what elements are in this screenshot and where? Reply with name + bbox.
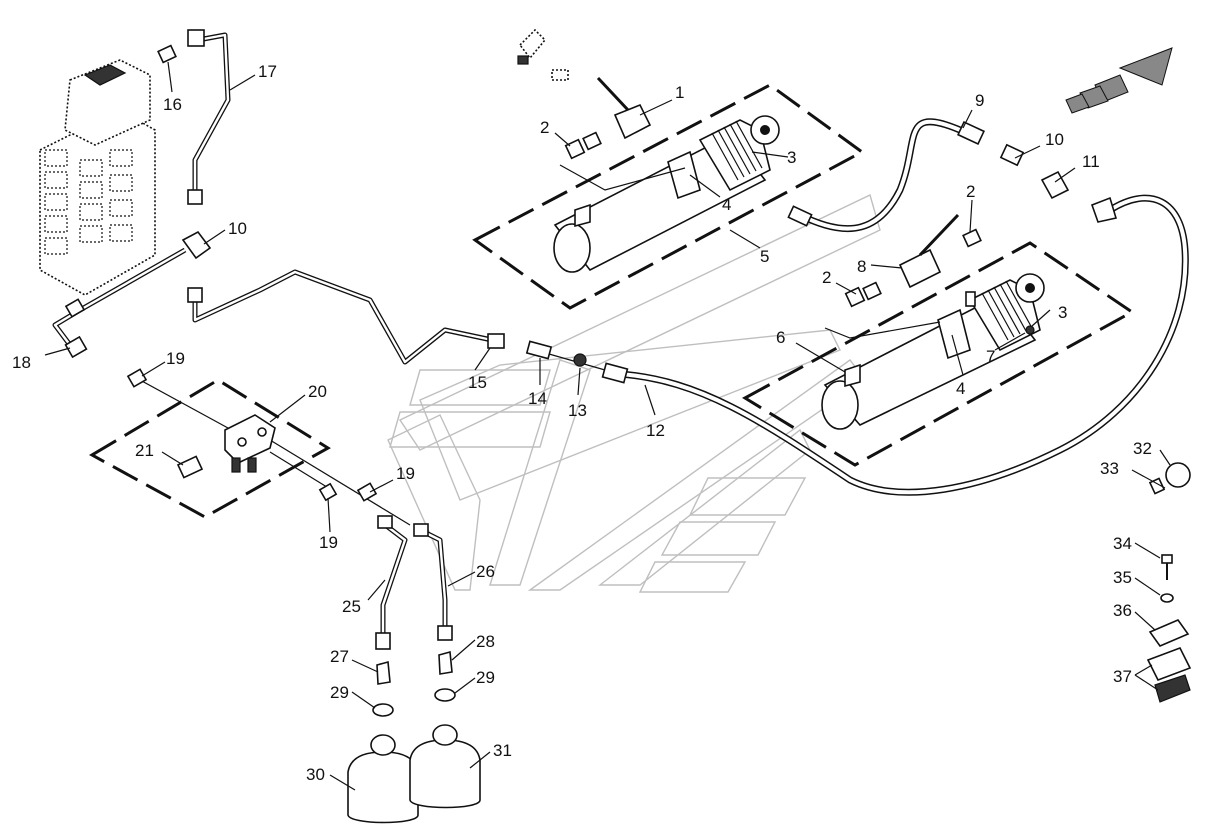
callout-3: 3 — [787, 148, 796, 167]
flexible-hoses — [616, 118, 1189, 496]
callout-15: 15 — [468, 373, 487, 392]
callout-14: 14 — [528, 389, 547, 408]
ball-valve-lower — [898, 213, 960, 289]
hydraulic-cylinder-lower — [821, 273, 1045, 430]
callout-37: 37 — [1113, 667, 1132, 686]
callout-29: 29 — [476, 668, 495, 687]
callout-27: 27 — [330, 647, 349, 666]
callout-12: 12 — [646, 421, 665, 440]
callout-11: 11 — [1082, 152, 1100, 171]
direction-arrow-icon — [1065, 47, 1173, 114]
callout-4: 4 — [956, 379, 965, 398]
callout-5: 5 — [760, 247, 769, 266]
callout-4: 4 — [722, 195, 731, 214]
callout-19: 19 — [319, 533, 338, 552]
callout-32: 32 — [1133, 439, 1152, 458]
callout-16: 16 — [163, 95, 182, 114]
cylinder-assembly-box-upper — [472, 83, 865, 310]
callout-30: 30 — [306, 765, 325, 784]
callout-6: 6 — [776, 328, 785, 347]
callout-31: 31 — [493, 741, 512, 760]
callout-36: 36 — [1113, 601, 1132, 620]
callout-21: 21 — [135, 441, 154, 460]
hydraulic-cylinder-upper — [553, 115, 780, 273]
cylinder-assembly-box-lower — [741, 241, 1135, 467]
control-valve-bank — [39, 59, 156, 296]
valve-block — [176, 414, 276, 479]
callout-3: 3 — [1058, 303, 1067, 322]
callout-1: 1 — [675, 83, 684, 102]
callout-numbers: 1 2 3 4 5 2 2 8 3 4 6 7 9 10 11 10 12 13… — [12, 62, 1152, 784]
callout-7: 7 — [986, 347, 995, 366]
leader-lines — [44, 61, 1171, 791]
ball-valve-upper — [517, 28, 652, 140]
callout-19: 19 — [166, 349, 185, 368]
callout-35: 35 — [1113, 568, 1132, 587]
fittings — [64, 29, 1118, 537]
callout-19: 19 — [396, 464, 415, 483]
callout-9: 9 — [975, 91, 984, 110]
callout-20: 20 — [308, 382, 327, 401]
steel-pipes — [52, 32, 613, 640]
callout-26: 26 — [476, 562, 495, 581]
callout-2: 2 — [540, 118, 549, 137]
callout-10: 10 — [1045, 130, 1064, 149]
valve-block-assembly-box — [88, 378, 331, 519]
callout-29: 29 — [330, 683, 349, 702]
callout-8: 8 — [857, 257, 866, 276]
callout-34: 34 — [1113, 534, 1132, 553]
callout-13: 13 — [568, 401, 587, 420]
callout-10: 10 — [228, 219, 247, 238]
callout-18: 18 — [12, 353, 31, 372]
callout-2: 2 — [822, 268, 831, 287]
callout-17: 17 — [258, 62, 277, 81]
callout-33: 33 — [1100, 459, 1119, 478]
callout-25: 25 — [342, 597, 361, 616]
watermark-logo — [387, 194, 881, 593]
callout-28: 28 — [476, 632, 495, 651]
callout-2: 2 — [966, 182, 975, 201]
accumulators — [347, 625, 481, 824]
loose-parts — [1131, 462, 1192, 703]
